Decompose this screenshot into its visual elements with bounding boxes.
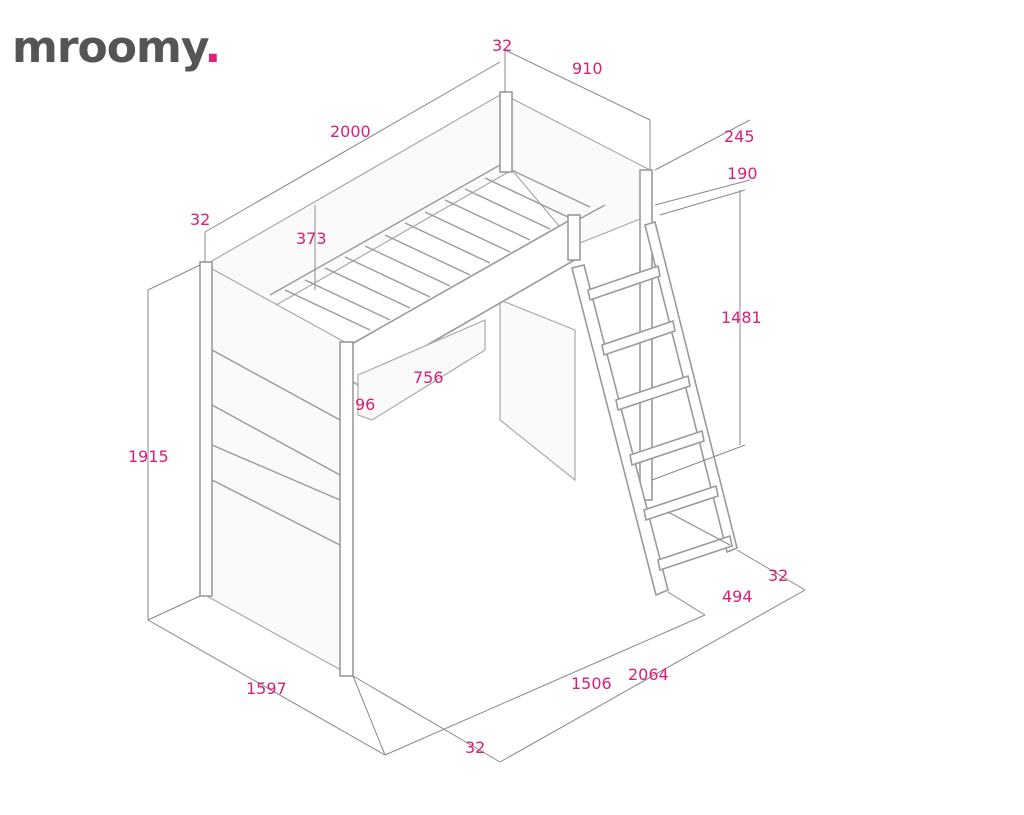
dim-ladder-depth: 494 xyxy=(722,587,753,606)
dim-length-top: 2000 xyxy=(330,122,371,141)
post-front xyxy=(339,341,354,677)
dim-total-length: 2064 xyxy=(628,665,669,684)
dim-mattress-gap: 190 xyxy=(727,164,758,183)
dim-top-width: 910 xyxy=(572,59,603,78)
foot-panel xyxy=(204,263,351,677)
ladder xyxy=(571,220,738,597)
dim-total-height: 1915 xyxy=(128,447,169,466)
dim-drawer-width: 756 xyxy=(413,368,444,387)
dim-inner-length: 1506 xyxy=(571,674,612,693)
brand-dot: . xyxy=(204,22,222,73)
post-rail xyxy=(567,214,581,261)
post-left xyxy=(199,261,213,597)
dim-rail-height: 245 xyxy=(724,127,755,146)
dim-ladder-post: 32 xyxy=(768,566,788,585)
dim-post-top: 32 xyxy=(492,36,512,55)
brand-logo: mroomy. xyxy=(12,22,222,73)
drawer xyxy=(357,319,486,421)
dim-clearance: 1481 xyxy=(721,308,762,327)
brand-name: mroomy xyxy=(12,22,205,73)
foot-rungs xyxy=(211,349,341,546)
dimension-lines xyxy=(147,49,806,763)
dim-depth-bottom: 1597 xyxy=(246,679,287,698)
dim-drawer-height: 96 xyxy=(355,395,375,414)
back-lower-panel xyxy=(499,299,576,482)
dim-post-bottom: 32 xyxy=(465,738,485,757)
dim-post-left: 32 xyxy=(190,210,210,229)
post-back xyxy=(499,91,513,173)
dim-guard-height: 373 xyxy=(296,229,327,248)
